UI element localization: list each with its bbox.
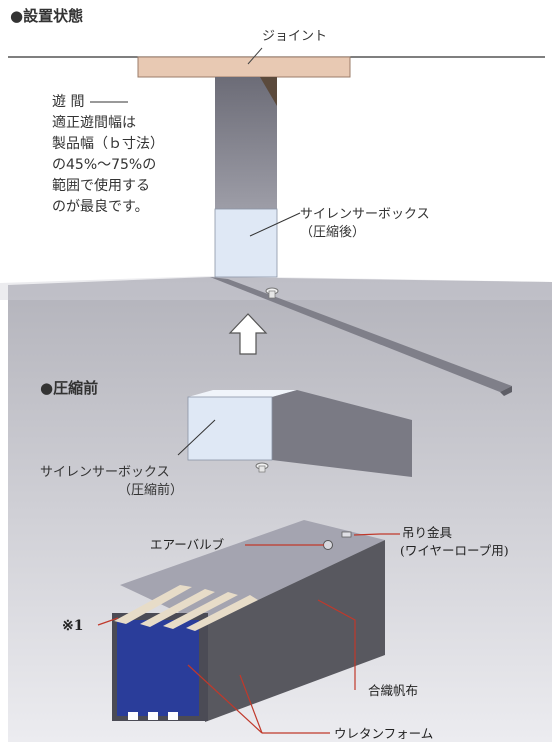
foam-stripe [114, 585, 192, 624]
heading-before-compression: ●圧縮前 [40, 379, 99, 397]
canvas-leader [317, 599, 356, 690]
stripe-leader [97, 617, 119, 626]
heading-installed-state: ●設置状態 [10, 7, 84, 25]
air-valve-icon [323, 540, 333, 550]
note-mark: ※1 [62, 618, 84, 634]
uncompressed-box-side [272, 390, 412, 477]
hanger-icon [341, 531, 352, 538]
up-arrow-icon [228, 313, 268, 355]
canvas-label: 合織帆布 [368, 683, 419, 698]
joint-leader [247, 47, 263, 65]
compressed-label-line1: サイレンサーボックス [300, 207, 430, 222]
hanger-label-line2: (ワイヤーロープ用) [400, 543, 509, 558]
gap-note: 適正遊間幅は 製品幅（ｂ寸法） の45%～75%の 範囲で使用する のが最良です… [52, 115, 164, 215]
urethane-label: ウレタンフォーム [334, 726, 434, 741]
uncompressed-label-line1: サイレンサーボックス [40, 465, 170, 480]
compressed-leader [249, 212, 301, 237]
joint-plate [137, 56, 351, 78]
hanger-label-line1: 吊り金具 [402, 525, 453, 540]
uncompressed-leader [177, 419, 216, 456]
compressed-box [214, 208, 278, 278]
uncompressed-box-face [187, 396, 273, 461]
product-side [205, 540, 385, 722]
slab-edge [210, 277, 512, 392]
urethane-foam-face [117, 620, 199, 716]
joint-label: ジョイント [262, 29, 328, 44]
bolt [268, 290, 276, 299]
hanger-leader [353, 533, 400, 536]
uncompressed-label-line2: （圧縮前） [118, 483, 184, 498]
product-top [120, 520, 385, 625]
ground-surface [0, 276, 552, 300]
gap-column [215, 77, 277, 209]
air-valve-label: エアーバルブ [150, 537, 225, 552]
gap-label: 遊 間 [52, 94, 85, 110]
compressed-label-line2: （圧縮後） [300, 225, 366, 240]
